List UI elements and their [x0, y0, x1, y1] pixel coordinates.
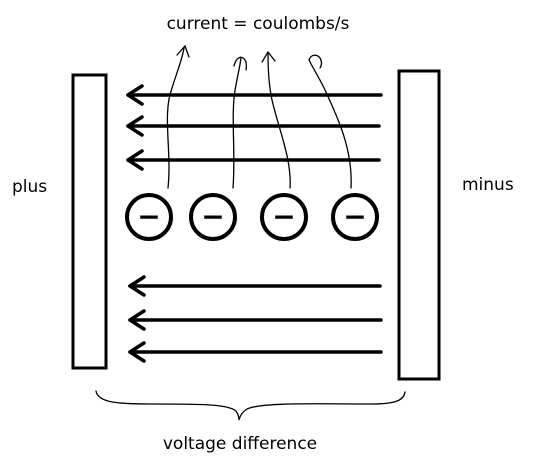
electron-sign: − [343, 200, 366, 233]
flow-arrow-icon [261, 50, 291, 189]
electron-sign: − [137, 200, 160, 233]
left-arrow-icon [126, 149, 381, 171]
plus-label: plus [12, 177, 47, 197]
electron-flow-lines [166, 44, 352, 189]
title-label: current = coulombs/s [167, 14, 350, 34]
left-arrow-icon [128, 309, 383, 331]
left-arrow-icon [128, 275, 382, 297]
left-arrow-icon [126, 84, 383, 106]
left-arrow-icon [128, 341, 383, 363]
left-arrow-icon [126, 115, 381, 137]
positive-plate [71, 73, 108, 370]
flow-arrow-icon [308, 54, 352, 189]
minus-label: minus [462, 175, 514, 195]
voltage-difference-label: voltage difference [163, 434, 317, 454]
electrons: − − − − [125, 193, 379, 241]
electron-icon: − [331, 193, 379, 241]
curly-brace-icon [95, 390, 406, 421]
flow-arrow-icon [232, 56, 248, 189]
electron-icon: − [260, 193, 308, 241]
electron-icon: − [125, 193, 173, 241]
flow-arrow-icon [166, 44, 190, 189]
electron-sign: − [201, 200, 224, 233]
field-arrows [126, 84, 383, 363]
negative-plate [397, 69, 441, 381]
electron-icon: − [189, 193, 237, 241]
electron-sign: − [272, 200, 295, 233]
